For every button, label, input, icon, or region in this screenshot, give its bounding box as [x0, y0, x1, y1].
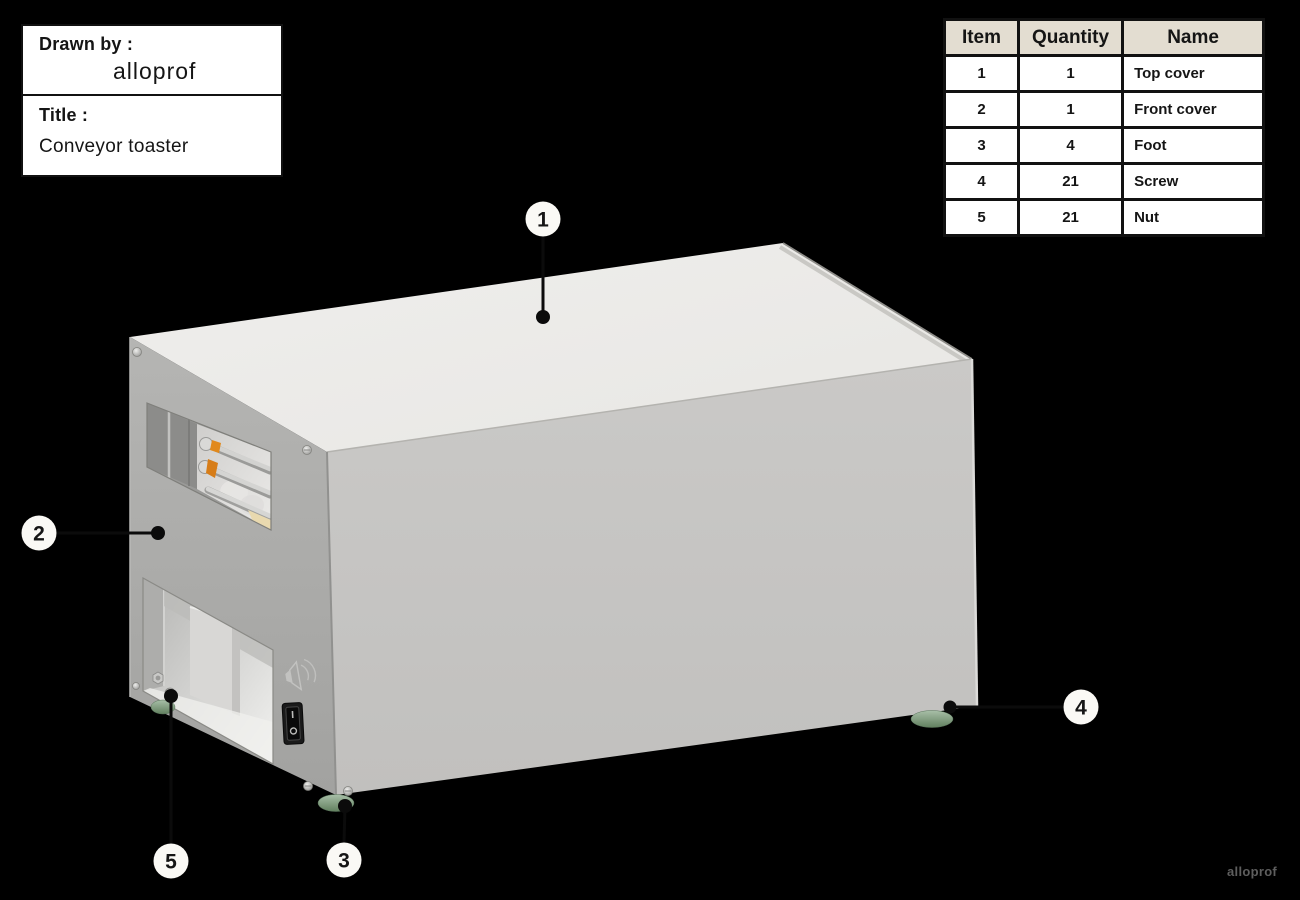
callout-1-circle: [525, 201, 561, 237]
callout-3: 3: [326, 799, 362, 878]
name-cell: Screw: [1121, 162, 1266, 201]
callout-1: 1: [525, 201, 561, 324]
callout-5: 5: [153, 689, 189, 879]
header-quantity: Quantity: [1016, 18, 1125, 57]
foot-right: [910, 710, 954, 728]
item-cell: 4: [943, 162, 1020, 201]
quantity-cell: 1: [1016, 54, 1125, 93]
callout-5-label: 5: [165, 851, 177, 874]
top-face: [130, 243, 972, 452]
title-block: Drawn by : alloprof Title : Conveyor toa…: [21, 24, 283, 177]
alloprof-logo: alloprof: [113, 58, 197, 84]
callout-1-label: 1: [537, 209, 549, 232]
switch-off-mark: [289, 727, 298, 735]
alloprof-watermark: alloprof: [1227, 864, 1278, 879]
callout-2-circle: [21, 515, 57, 551]
top-rim-band: [778, 245, 969, 364]
parts-table: Item Quantity Name 1 1 Top cover 2 1 Fro…: [943, 18, 1266, 237]
item-cell: 5: [943, 198, 1020, 237]
interior-floor: [143, 688, 273, 764]
entry-slot-window: [146, 402, 272, 531]
callout-3-circle: [326, 842, 362, 878]
callout-1-dot: [536, 310, 550, 324]
callout-2-label: 2: [33, 523, 45, 546]
drawing-title: Conveyor toaster: [39, 136, 189, 157]
item-cell: 2: [943, 90, 1020, 129]
front-top-edge: [326, 358, 973, 453]
drawn-by-label: Drawn by :: [39, 34, 134, 54]
callout-4: 4: [943, 689, 1099, 725]
interior-left-wall: [143, 578, 164, 691]
callout-4-label: 4: [1075, 697, 1087, 720]
quantity-cell: 4: [1016, 126, 1125, 165]
callout-3-dot: [338, 799, 352, 813]
callout-2: 2: [21, 515, 165, 551]
header-item: Item: [943, 18, 1020, 57]
callout-5-circle: [153, 843, 189, 879]
callout-2-dot: [151, 526, 165, 540]
screw-edge-left: [132, 682, 140, 690]
name-cell: Nut: [1121, 198, 1266, 237]
title-label: Title :: [39, 105, 89, 125]
right-corner-edge: [970, 358, 979, 707]
heating-element-orange: [206, 459, 218, 478]
table-row: 5 21 Nut: [943, 198, 1266, 237]
item-cell: 1: [943, 54, 1020, 93]
screw-top-left: [132, 347, 142, 357]
speaker-icon: [285, 658, 317, 691]
top-rim-edge: [782, 242, 973, 360]
name-cell: Foot: [1121, 126, 1266, 165]
left-front-corner-edge: [326, 451, 337, 796]
table-row: 4 21 Screw: [943, 162, 1266, 201]
screw-bottom-front-1: [303, 781, 313, 791]
interior-column: [190, 607, 240, 716]
screw-bottom-front-2: [343, 786, 353, 796]
callout-4-dot: [943, 700, 957, 714]
slot-side-panel: [147, 403, 197, 489]
table-row: 3 4 Foot: [943, 126, 1266, 165]
callout-5-dot: [164, 689, 178, 703]
name-cell: Front cover: [1121, 90, 1266, 129]
table-row: 2 1 Front cover: [943, 90, 1266, 129]
screw-top-front: [302, 445, 312, 455]
heating-element-orange: [210, 440, 221, 453]
quantity-cell: 21: [1016, 198, 1125, 237]
table-row: 1 1 Top cover: [943, 54, 1266, 93]
header-name: Name: [1121, 18, 1266, 57]
parts-table-header-row: Item Quantity Name: [943, 18, 1266, 57]
item-cell: 3: [943, 126, 1020, 165]
foot-back-left: [150, 699, 176, 715]
quantity-cell: 1: [1016, 90, 1125, 129]
callout-3-label: 3: [338, 850, 350, 873]
quantity-cell: 21: [1016, 162, 1125, 201]
front-face: [327, 359, 977, 795]
exit-opening: [142, 576, 274, 766]
name-cell: Top cover: [1121, 54, 1266, 93]
power-switch: [281, 702, 305, 745]
callout-4-circle: [1063, 689, 1099, 725]
bolt-bottom-left: [152, 671, 164, 685]
